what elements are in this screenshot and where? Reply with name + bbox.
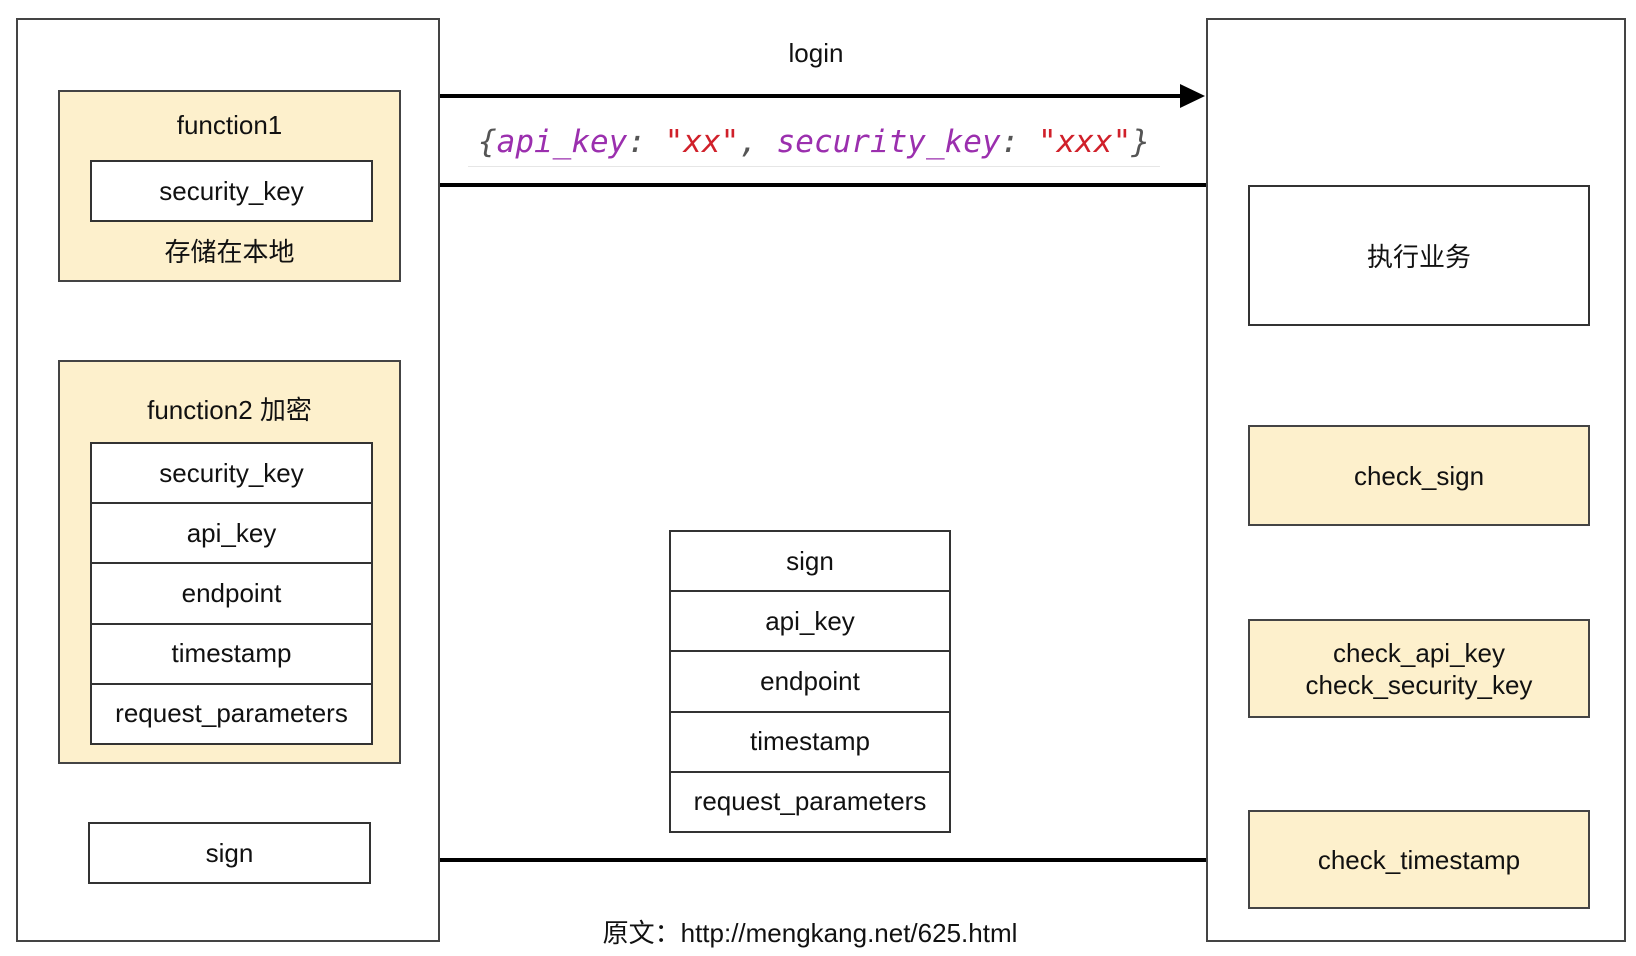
check-timestamp-box: check_timestamp [1248,810,1590,909]
check-keys-box: check_api_key check_security_key [1248,619,1590,718]
check-sign-label: check_sign [1353,460,1485,491]
response-key-api: api_key [496,124,628,160]
response-key-security: security_key [776,124,1001,160]
function2-field: endpoint [92,564,371,625]
request-field: sign [671,532,949,593]
request-arrow [436,847,1246,873]
function1-box: function1 security_key 存储在本地 [58,90,401,282]
function2-field: security_key [92,444,371,505]
function2-field: api_key [92,504,371,565]
function2-title: function2 加密 [147,395,312,425]
check-api-key-label: check_api_key [1333,637,1505,668]
request-field: endpoint [671,652,949,713]
function2-field: timestamp [92,625,371,685]
function2-field: request_parameters [115,698,348,729]
request-field: timestamp [671,713,949,773]
function1-note: 存储在本地 [164,237,295,267]
response-comma: , [739,124,777,160]
check-timestamp-label: check_timestamp [1317,844,1521,875]
check-security-key-label: check_security_key [1305,669,1533,700]
function2-box: function2 加密 security_key api_key endpoi… [58,360,401,764]
response-arrow [400,173,1206,197]
request-field: request_parameters [693,786,927,817]
response-close-brace: } [1131,124,1150,160]
response-open-brace: { [478,124,497,160]
response-colon: : [627,124,665,160]
login-label: login [788,38,844,68]
function1-title: function1 [176,110,283,140]
function2-field-stack: security_key api_key endpoint timestamp … [90,442,373,745]
request-field-stack: sign api_key endpoint timestamp request_… [669,530,951,833]
response-json: {api_key: "xx", security_key: "xxx"} [468,124,1160,167]
function1-security-key: security_key [90,160,373,222]
source-footer: 原文：http://mengkang.net/625.html [602,918,1018,948]
response-colon: : [1000,124,1038,160]
request-field: api_key [671,592,949,653]
login-arrow [440,84,1205,108]
business-box: 执行业务 [1248,185,1590,326]
response-value-api: "xx" [664,124,740,160]
response-value-security: "xxx" [1037,124,1132,160]
check-sign-box: check_sign [1248,425,1590,526]
sign-output-box: sign [88,822,371,884]
